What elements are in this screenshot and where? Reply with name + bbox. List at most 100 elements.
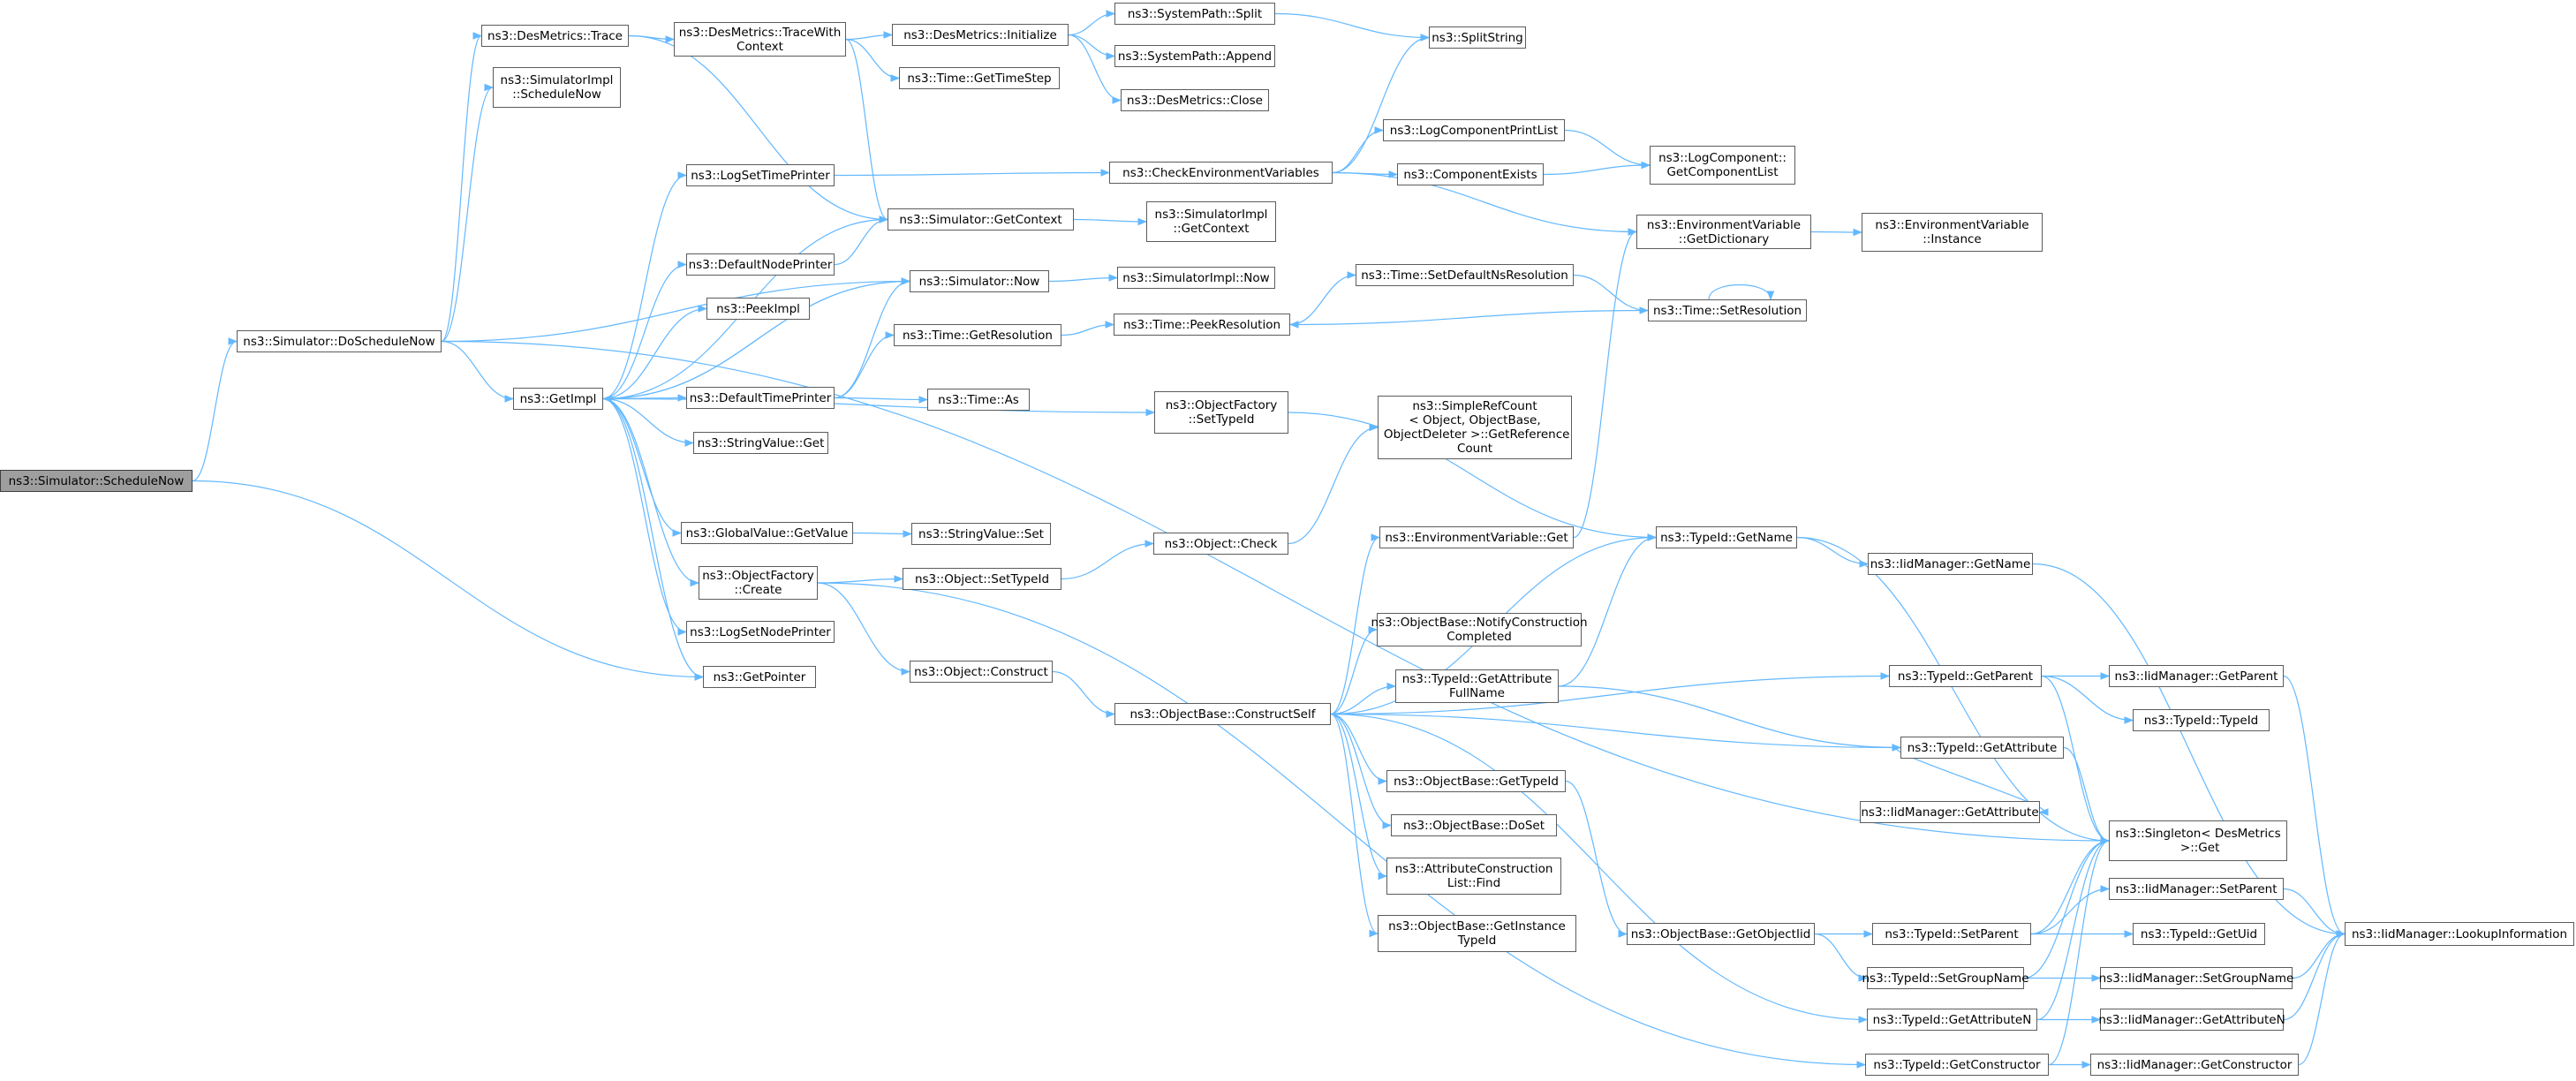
node-ns3-objectbase-getinstance-typeid[interactable]: ns3::ObjectBase::GetInstance TypeId: [1378, 915, 1576, 952]
node-ns3-simplerefcount-object-objectbase-objectdeleter-getreference-count[interactable]: ns3::SimpleRefCount < Object, ObjectBase…: [1378, 396, 1572, 459]
node-ns3-logsetnodeprinter[interactable]: ns3::LogSetNodePrinter: [686, 621, 835, 643]
node-ns3-time-as[interactable]: ns3::Time::As: [927, 389, 1030, 411]
node-ns3-desmetrics-initialize[interactable]: ns3::DesMetrics::Initialize: [892, 24, 1069, 46]
edge-ns3-typeid-getparent-to-ns3-typeid-typeid: [2041, 675, 2134, 724]
edge-ns3-environmentvariable-getdictionary-to-ns3-environmentvariable-instance: [1810, 228, 1863, 237]
node-ns3-objectbase-gettypeid[interactable]: ns3::ObjectBase::GetTypeId: [1386, 770, 1566, 792]
node-ns3-singleton-desmetrics-get[interactable]: ns3::Singleton< DesMetrics >::Get: [2109, 820, 2287, 861]
edge-ns3-simulator-doschedulenow-to-ns3-desmetrics-trace: [441, 32, 483, 343]
node-ns3-time-peekresolution[interactable]: ns3::Time::PeekResolution: [1114, 314, 1290, 336]
node-ns3-simulator-doschedulenow[interactable]: ns3::Simulator::DoScheduleNow: [237, 330, 442, 352]
edge-ns3-objectbase-constructself-to-ns3-attributeconstruction-list-find: [1330, 713, 1388, 881]
node-ns3-objectbase-notifyconstruction-completed[interactable]: ns3::ObjectBase::NotifyConstruction Comp…: [1371, 613, 1588, 646]
node-ns3-simulatorimpl-schedulenow[interactable]: ns3::SimulatorImpl ::ScheduleNow: [493, 67, 621, 108]
node-ns3-defaultnodeprinter[interactable]: ns3::DefaultNodePrinter: [686, 253, 835, 276]
node-ns3-object-construct[interactable]: ns3::Object::Construct: [910, 661, 1053, 683]
edge-ns3-objectfactory-create-to-ns3-object-settypeid: [817, 575, 904, 584]
edge-ns3-object-settypeid-to-ns3-object-check: [1061, 540, 1155, 580]
node-ns3-iidmanager-getconstructor[interactable]: ns3::IidManager::GetConstructor: [2090, 1054, 2299, 1076]
edge-ns3-typeid-getattributen-to-ns3-singleton-desmetrics-get: [2036, 836, 2111, 1021]
node-ns3-systempath-append[interactable]: ns3::SystemPath::Append: [1114, 45, 1275, 67]
edge-ns3-iidmanager-getname-to-ns3-iidmanager-lookupinformation: [2032, 563, 2346, 938]
node-ns3-stringvalue-set[interactable]: ns3::StringValue::Set: [911, 523, 1051, 545]
edge-ns3-getimpl-to-ns3-logsettimeprinter: [602, 171, 688, 400]
node-ns3-simulator-schedulenow[interactable]: ns3::Simulator::ScheduleNow: [0, 470, 193, 492]
node-ns3-objectbase-doset[interactable]: ns3::ObjectBase::DoSet: [1391, 814, 1557, 836]
edge-ns3-typeid-getconstructor-to-ns3-singleton-desmetrics-get: [2048, 836, 2111, 1066]
node-ns3-environmentvariable-getdictionary[interactable]: ns3::EnvironmentVariable ::GetDictionary: [1636, 215, 1811, 249]
node-ns3-typeid-setgroupname[interactable]: ns3::TypeId::SetGroupName: [1862, 967, 2029, 989]
edge-ns3-logsettimeprinter-to-ns3-checkenvironmentvariables: [834, 169, 1111, 177]
node-ns3-iidmanager-getparent[interactable]: ns3::IidManager::GetParent: [2109, 665, 2284, 687]
edge-ns3-checkenvironmentvariables-to-ns3-logcomponentprintlist: [1332, 126, 1385, 174]
node-ns3-logcomponent-getcomponentlist[interactable]: ns3::LogComponent:: GetComponentList: [1650, 146, 1795, 185]
edge-ns3-typeid-getattribute-fullname-to-ns3-typeid-getattribute: [1558, 685, 1902, 752]
node-ns3-getimpl[interactable]: ns3::GetImpl: [513, 388, 603, 410]
edge-ns3-componentexists-to-ns3-logcomponent-getcomponentlist: [1543, 161, 1651, 176]
edge-ns3-object-check-to-ns3-simplerefcount-object-objectbase-objectdeleter-getreference-count: [1288, 423, 1379, 545]
node-ns3-time-getresolution[interactable]: ns3::Time::GetResolution: [894, 324, 1061, 346]
node-ns3-time-setresolution[interactable]: ns3::Time::SetResolution: [1648, 299, 1807, 321]
node-ns3-objectfactory-settypeid[interactable]: ns3::ObjectFactory ::SetTypeId: [1154, 391, 1288, 434]
node-ns3-splitstring[interactable]: ns3::SplitString: [1429, 26, 1526, 49]
node-ns3-time-setdefaultnsresolution[interactable]: ns3::Time::SetDefaultNsResolution: [1356, 264, 1574, 286]
node-ns3-iidmanager-lookupinformation[interactable]: ns3::IidManager::LookupInformation: [2345, 922, 2574, 946]
edge-ns3-objectbase-constructself-to-ns3-typeid-getattribute-fullname: [1330, 682, 1397, 715]
node-ns3-environmentvariable-instance[interactable]: ns3::EnvironmentVariable ::Instance: [1862, 213, 2043, 252]
node-ns3-iidmanager-getname[interactable]: ns3::IidManager::GetName: [1868, 553, 2033, 575]
node-ns3-simulatorimpl-now[interactable]: ns3::SimulatorImpl::Now: [1117, 267, 1275, 289]
edge-ns3-getimpl-to-ns3-stringvalue-get: [602, 397, 695, 447]
node-ns3-desmetrics-close[interactable]: ns3::DesMetrics::Close: [1121, 89, 1269, 111]
edge-ns3-objectbase-constructself-to-ns3-objectbase-doset: [1330, 713, 1393, 829]
node-ns3-systempath-split[interactable]: ns3::SystemPath::Split: [1114, 3, 1275, 25]
node-ns3-typeid-getattribute[interactable]: ns3::TypeId::GetAttribute: [1900, 737, 2064, 759]
node-ns3-defaulttimeprinter[interactable]: ns3::DefaultTimePrinter: [686, 387, 835, 409]
edge-ns3-iidmanager-getattributen-to-ns3-iidmanager-lookupinformation: [2283, 930, 2346, 1021]
node-ns3-time-gettimestep[interactable]: ns3::Time::GetTimeStep: [899, 67, 1060, 89]
node-ns3-componentexists[interactable]: ns3::ComponentExists: [1397, 163, 1544, 185]
node-ns3-desmetrics-tracewith-context[interactable]: ns3::DesMetrics::TraceWith Context: [674, 22, 846, 57]
node-ns3-stringvalue-get[interactable]: ns3::StringValue::Get: [693, 432, 828, 454]
node-ns3-iidmanager-getattribute[interactable]: ns3::IidManager::GetAttribute: [1860, 801, 2040, 823]
node-ns3-simulator-now[interactable]: ns3::Simulator::Now: [910, 270, 1049, 292]
node-ns3-typeid-getparent[interactable]: ns3::TypeId::GetParent: [1889, 665, 2042, 687]
node-ns3-environmentvariable-get[interactable]: ns3::EnvironmentVariable::Get: [1379, 526, 1574, 548]
node-ns3-typeid-getattribute-fullname[interactable]: ns3::TypeId::GetAttribute FullName: [1395, 669, 1559, 703]
node-ns3-iidmanager-getattributen[interactable]: ns3::IidManager::GetAttributeN: [2098, 1009, 2285, 1031]
node-ns3-desmetrics-trace[interactable]: ns3::DesMetrics::Trace: [481, 25, 629, 47]
node-ns3-typeid-typeid[interactable]: ns3::TypeId::TypeId: [2133, 709, 2270, 731]
node-ns3-typeid-getconstructor[interactable]: ns3::TypeId::GetConstructor: [1865, 1054, 2049, 1076]
edge-ns3-getimpl-to-ns3-getpointer: [602, 397, 705, 681]
node-ns3-globalvalue-getvalue[interactable]: ns3::GlobalValue::GetValue: [681, 522, 853, 544]
node-ns3-objectbase-getobjectiid[interactable]: ns3::ObjectBase::GetObjectIid: [1627, 923, 1815, 945]
edge-ns3-globalvalue-getvalue-to-ns3-stringvalue-set: [852, 530, 913, 538]
node-ns3-objectfactory-create[interactable]: ns3::ObjectFactory ::Create: [699, 566, 818, 600]
node-ns3-object-settypeid[interactable]: ns3::Object::SetTypeId: [903, 568, 1061, 590]
node-ns3-objectbase-constructself[interactable]: ns3::ObjectBase::ConstructSelf: [1114, 703, 1331, 725]
node-ns3-simulator-getcontext[interactable]: ns3::Simulator::GetContext: [888, 208, 1074, 231]
edge-ns3-simulator-doschedulenow-to-ns3-getimpl: [441, 340, 515, 403]
node-ns3-object-check[interactable]: ns3::Object::Check: [1153, 533, 1288, 555]
edge-ns3-objectbase-constructself-to-ns3-environmentvariable-get: [1330, 533, 1381, 715]
edge-ns3-desmetrics-tracewith-context-to-ns3-simulator-getcontext: [845, 38, 889, 223]
node-ns3-logcomponentprintlist[interactable]: ns3::LogComponentPrintList: [1383, 119, 1565, 141]
node-ns3-simulatorimpl-getcontext[interactable]: ns3::SimulatorImpl ::GetContext: [1146, 201, 1276, 242]
node-ns3-typeid-setparent[interactable]: ns3::TypeId::SetParent: [1872, 923, 2031, 945]
edge-ns3-desmetrics-initialize-to-ns3-systempath-append: [1068, 34, 1116, 60]
edge-ns3-objectbase-constructself-to-ns3-objectbase-notifyconstruction-completed: [1330, 625, 1379, 715]
node-ns3-checkenvironmentvariables[interactable]: ns3::CheckEnvironmentVariables: [1109, 162, 1333, 184]
node-ns3-logsettimeprinter[interactable]: ns3::LogSetTimePrinter: [686, 164, 835, 186]
edge-ns3-objectbase-constructself-to-ns3-typeid-getattributen: [1330, 713, 1869, 1024]
node-ns3-attributeconstruction-list-find[interactable]: ns3::AttributeConstruction List::Find: [1386, 858, 1561, 895]
node-ns3-iidmanager-setgroupname[interactable]: ns3::IidManager::SetGroupName: [2099, 967, 2293, 989]
edge-ns3-checkenvironmentvariables-to-ns3-environmentvariable-getdictionary: [1332, 171, 1638, 236]
edge-ns3-objectbase-constructself-to-ns3-objectbase-gettypeid: [1330, 713, 1388, 785]
node-ns3-typeid-getuid[interactable]: ns3::TypeId::GetUid: [2133, 923, 2265, 945]
node-ns3-peekimpl[interactable]: ns3::PeekImpl: [706, 298, 810, 320]
node-ns3-getpointer[interactable]: ns3::GetPointer: [703, 666, 816, 688]
node-ns3-typeid-getname[interactable]: ns3::TypeId::GetName: [1656, 526, 1797, 548]
node-ns3-iidmanager-setparent[interactable]: ns3::IidManager::SetParent: [2109, 878, 2284, 900]
node-ns3-typeid-getattributen[interactable]: ns3::TypeId::GetAttributeN: [1867, 1009, 2037, 1031]
